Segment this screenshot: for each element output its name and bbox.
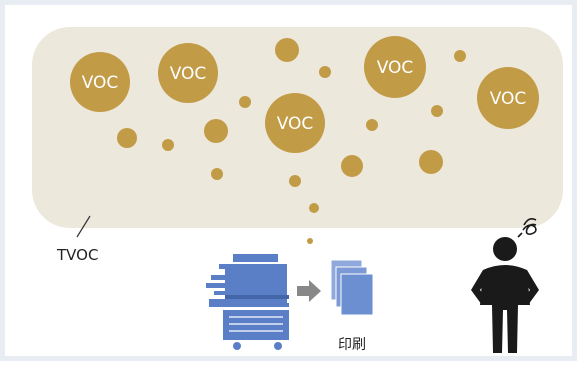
voc-particle — [162, 139, 174, 151]
printer-icon — [206, 254, 289, 350]
voc-particle — [341, 155, 363, 177]
voc-particle — [289, 175, 301, 187]
voc-particle — [239, 96, 251, 108]
tvoc-label: TVOC — [56, 246, 98, 264]
voc-particle — [275, 38, 299, 62]
voc-particle — [454, 50, 466, 62]
voc-particle — [307, 238, 313, 244]
printed-pages-icon — [331, 260, 373, 315]
tvoc-diagram: VOC VOC VOC VOC VOC TVOC 印刷 — [5, 5, 577, 366]
person-icon — [471, 237, 539, 353]
voc-particle — [211, 168, 223, 180]
voc-label: VOC — [170, 64, 207, 84]
voc-particle — [204, 119, 228, 143]
voc-particle — [419, 150, 443, 174]
voc-particle — [431, 105, 443, 117]
voc-label: VOC — [377, 58, 414, 78]
voc-particle — [117, 128, 137, 148]
voc-particle — [319, 66, 331, 78]
voc-label: VOC — [490, 89, 527, 109]
voc-particle — [366, 119, 378, 131]
print-label: 印刷 — [338, 337, 366, 353]
voc-particle — [309, 203, 319, 213]
voc-label: VOC — [82, 73, 119, 93]
right-arrow-icon — [297, 280, 321, 302]
voc-label: VOC — [277, 114, 314, 134]
